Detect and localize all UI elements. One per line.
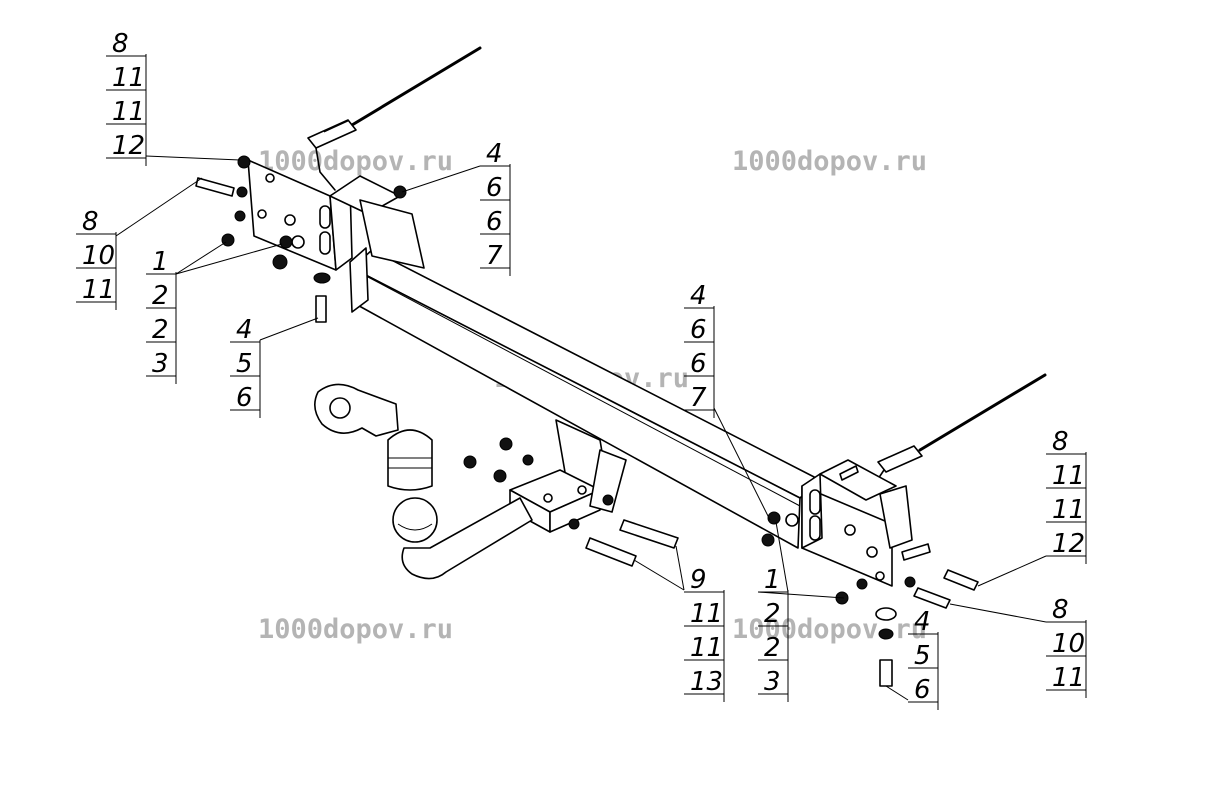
ball-mount	[392, 497, 533, 580]
part-number-label: 7	[690, 383, 707, 413]
hardware	[195, 155, 979, 687]
callout-left-nuts: 1 2 2 3	[146, 241, 283, 384]
part-number-label: 5	[236, 349, 253, 379]
part-number-label: 4	[236, 315, 253, 345]
part-number-label: 8	[82, 207, 99, 237]
tow-ball	[392, 497, 438, 543]
part-number-label: 5	[914, 641, 931, 671]
part-number-label: 11	[82, 275, 115, 305]
part-number-label: 4	[486, 139, 503, 169]
part-number-label: 11	[1052, 663, 1085, 693]
part-number-label: 3	[152, 349, 169, 379]
socket-plate	[314, 383, 399, 437]
part-number-label: 6	[690, 315, 707, 345]
cross-beam	[349, 247, 821, 549]
part-number-label: 1	[152, 247, 169, 277]
leader-line	[175, 243, 283, 275]
callout-top-left-lower: 8 10 11	[76, 177, 203, 310]
callout-right-bolt: 4 5 6	[885, 607, 939, 710]
leader-line	[885, 685, 909, 701]
left-bracket	[247, 159, 425, 271]
leader-line	[145, 155, 241, 161]
callout-tables: 8111112810111223456466746679111113122345…	[76, 29, 1087, 710]
leader-line	[949, 603, 1047, 623]
part-number-label: 11	[690, 599, 723, 629]
watermark: 1000dopov.ru	[732, 614, 927, 645]
wire-left	[307, 46, 482, 191]
callout-middle: 4 6 6 7	[684, 281, 771, 521]
leader-line	[115, 177, 203, 237]
ball-cap	[387, 429, 433, 491]
part-number-label: 11	[1052, 495, 1085, 525]
part-number-label: 3	[764, 667, 781, 697]
callout-right-nuts: 1 2 2 3	[757, 521, 845, 702]
callout-right-lower: 8 10 11	[949, 595, 1087, 698]
callout-ball-bolts: 9 11 11 13	[633, 545, 725, 702]
part-number-label: 6	[690, 349, 707, 379]
callout-left-bolt: 4 5 6	[230, 315, 319, 418]
part-number-label: 1	[764, 565, 781, 595]
leader-line	[713, 407, 771, 521]
leader-line	[259, 317, 319, 341]
part-number-label: 6	[914, 675, 931, 705]
watermark: 1000dopov.ru	[732, 146, 927, 177]
watermarks: 1000dopov.ru 1000dopov.ru 1000dopov.ru 1…	[258, 146, 927, 645]
watermark: 1000dopov.ru	[258, 614, 453, 645]
right-bracket	[785, 459, 913, 587]
wire-right	[871, 373, 1047, 489]
callout-top-left-upper: 8 11 11 12	[106, 29, 241, 166]
part-number-label: 6	[236, 383, 253, 413]
leader-line	[175, 241, 227, 275]
part-number-label: 12	[112, 131, 145, 161]
callout-top-center: 4 6 6 7	[401, 139, 511, 276]
leader-line	[633, 559, 685, 591]
part-number-label: 8	[112, 29, 129, 59]
part-number-label: 11	[112, 97, 145, 127]
part-number-label: 2	[764, 599, 781, 629]
part-number-label: 11	[1052, 461, 1085, 491]
part-number-label: 11	[112, 63, 145, 93]
leader-line	[977, 555, 1047, 587]
part-number-label: 2	[152, 315, 169, 345]
leader-line	[401, 165, 481, 193]
part-number-label: 4	[690, 281, 707, 311]
callout-right-upper: 8 11 11 12	[977, 427, 1087, 587]
part-number-label: 12	[1052, 529, 1085, 559]
part-number-label: 7	[486, 241, 503, 271]
watermark: 1000dopov.ru	[258, 146, 453, 177]
part-number-label: 11	[690, 633, 723, 663]
part-number-label: 6	[486, 207, 503, 237]
part-number-label: 9	[690, 565, 707, 595]
part-number-label: 2	[152, 281, 169, 311]
part-number-label: 8	[1052, 595, 1069, 625]
part-number-label: 6	[486, 173, 503, 203]
part-number-label: 13	[690, 667, 723, 697]
part-number-label: 2	[764, 633, 781, 663]
part-number-label: 10	[82, 241, 115, 271]
leader-line	[775, 521, 789, 593]
part-number-label: 10	[1052, 629, 1085, 659]
leader-line	[675, 545, 685, 591]
part-number-label: 8	[1052, 427, 1069, 457]
part-number-label: 4	[914, 607, 931, 637]
leader-line	[757, 591, 845, 599]
